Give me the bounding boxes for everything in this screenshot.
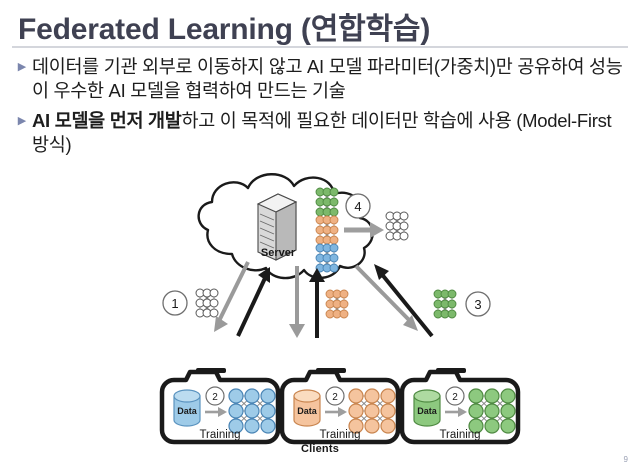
- step-badge-4: 4: [345, 193, 371, 219]
- data-label-1: Data: [177, 406, 198, 416]
- page-number: 9: [623, 455, 628, 464]
- data-label-2: Data: [297, 406, 318, 416]
- download-arrow-right: [354, 264, 418, 331]
- aggregate-arrow-icon: [344, 222, 384, 238]
- client-box-3: Data 2: [399, 368, 521, 445]
- client-model-network-3: [468, 388, 516, 434]
- bullet-marker-icon: ▶: [17, 61, 27, 73]
- step-2-label-3: 2: [452, 392, 458, 403]
- step-badge-2-client-2: 2: [325, 386, 345, 406]
- bullet-list: ▶ 데이터를 기관 외부로 이동하지 않고 AI 모델 파라미터(가중치)만 공…: [12, 55, 630, 163]
- data-store-icon-1: Data: [173, 389, 201, 427]
- client-model-network-1: [228, 388, 276, 434]
- server-network-blue: [315, 243, 339, 273]
- client-box-1: Data 2: [159, 368, 281, 445]
- distributed-model-network-left: [195, 288, 219, 318]
- server-network-green: [315, 187, 339, 217]
- step-badge-2-client-1: 2: [205, 386, 225, 406]
- bullet-text-plain: 하고 이 목적에 필요한 데이터만 학습에 사용 (Model-First 방식…: [32, 109, 612, 156]
- step-1-label: 1: [171, 296, 178, 311]
- server-label: Server: [261, 247, 296, 259]
- data-store-icon-2: Data: [293, 389, 321, 427]
- training-label-1: Training: [199, 429, 240, 441]
- data-label-3: Data: [417, 406, 438, 416]
- clients-label: Clients: [300, 443, 340, 455]
- step-4-label: 4: [354, 199, 361, 214]
- train-arrow-3: [445, 407, 467, 417]
- step-3-label: 3: [474, 297, 481, 312]
- bullet-text-bold: AI 모델을 먼저 개발: [32, 109, 182, 131]
- step-badge-3: 3: [465, 291, 491, 317]
- step-2-label-1: 2: [212, 392, 218, 403]
- global-model-network: [385, 211, 409, 241]
- bullet-text: 데이터를 기관 외부로 이동하지 않고 AI 모델 파라미터(가중치)만 공유하…: [32, 56, 623, 102]
- step-badge-1: 1: [162, 290, 188, 316]
- bullet-text: AI 모델을 먼저 개발하고 이 목적에 필요한 데이터만 학습에 사용 (Mo…: [32, 109, 630, 158]
- server-rack-icon: [256, 193, 298, 261]
- client-box-2: Data 2: [279, 368, 401, 445]
- bullet-marker-icon: ▶: [17, 114, 27, 127]
- upload-arrow-right: [374, 264, 434, 338]
- server-network-orange: [315, 215, 339, 245]
- upload-arrow-center: [309, 268, 325, 338]
- step-2-label-2: 2: [332, 392, 338, 403]
- list-item: ▶ AI 모델을 먼저 개발하고 이 목적에 필요한 데이터만 학습에 사용 (…: [12, 109, 630, 158]
- federated-learning-diagram: Server: [0, 168, 640, 468]
- step-badge-2-client-3: 2: [445, 386, 465, 406]
- data-store-icon-3: Data: [413, 389, 441, 427]
- training-label-3: Training: [439, 429, 480, 441]
- client-model-network-2: [348, 388, 396, 434]
- download-arrow-center: [289, 266, 305, 338]
- page-title: Federated Learning (연합학습): [18, 13, 431, 46]
- client-network-right: [433, 289, 457, 319]
- title-divider: [12, 46, 628, 48]
- download-arrow-left: [214, 261, 250, 332]
- train-arrow-2: [325, 407, 347, 417]
- training-label-2: Training: [319, 429, 360, 441]
- list-item: ▶ 데이터를 기관 외부로 이동하지 않고 AI 모델 파라미터(가중치)만 공…: [12, 55, 630, 104]
- train-arrow-1: [205, 407, 227, 417]
- client-network-center: [325, 289, 349, 319]
- upload-arrow-left: [236, 267, 270, 337]
